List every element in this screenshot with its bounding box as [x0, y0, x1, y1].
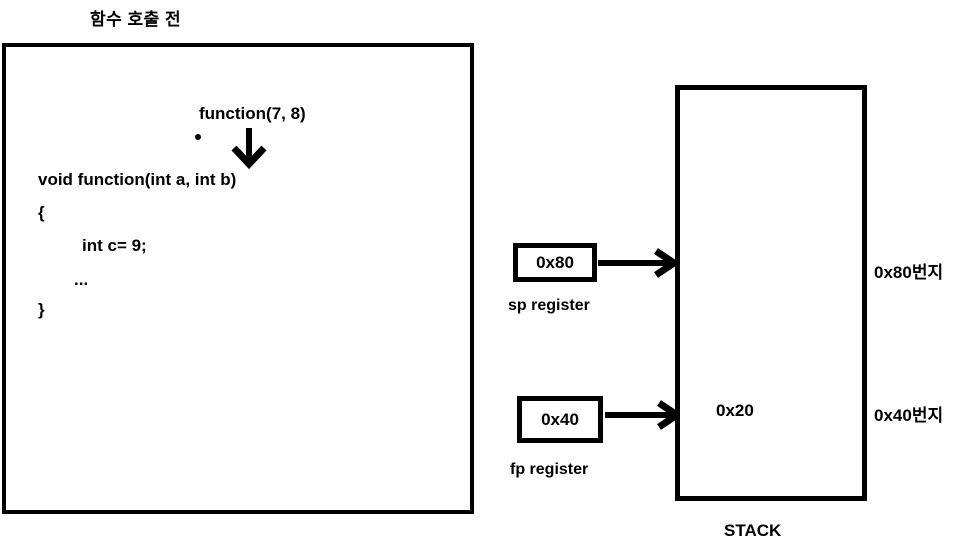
- stack-address-label-top: 0x80번지: [874, 263, 944, 282]
- bullet-dot-icon: [195, 134, 201, 140]
- code-line: ...: [74, 270, 89, 289]
- fp-register-label: fp register: [510, 461, 589, 478]
- stack-caption: STACK: [724, 521, 782, 540]
- function-call-annotation: function(7, 8): [199, 104, 306, 123]
- code-line: void function(int a, int b): [38, 170, 237, 189]
- arrow-right-icon: [598, 248, 681, 278]
- arrow-down-icon: [228, 126, 270, 170]
- code-panel: [2, 43, 474, 514]
- fp-register-value: 0x40: [541, 409, 579, 429]
- page-title: 함수 호출 전: [90, 10, 182, 29]
- fp-register-box: 0x40: [517, 396, 603, 443]
- stack-address-label-bottom: 0x40번지: [874, 406, 944, 425]
- stack-slot-value: 0x20: [716, 401, 754, 420]
- stack-box: [675, 85, 867, 501]
- sp-register-label: sp register: [508, 297, 590, 314]
- code-line: {: [38, 203, 45, 222]
- code-line: }: [38, 300, 45, 319]
- code-line: int c= 9;: [82, 236, 147, 255]
- sp-register-box: 0x80: [513, 243, 597, 282]
- arrow-right-icon: [605, 400, 684, 430]
- sp-register-value: 0x80: [536, 252, 574, 272]
